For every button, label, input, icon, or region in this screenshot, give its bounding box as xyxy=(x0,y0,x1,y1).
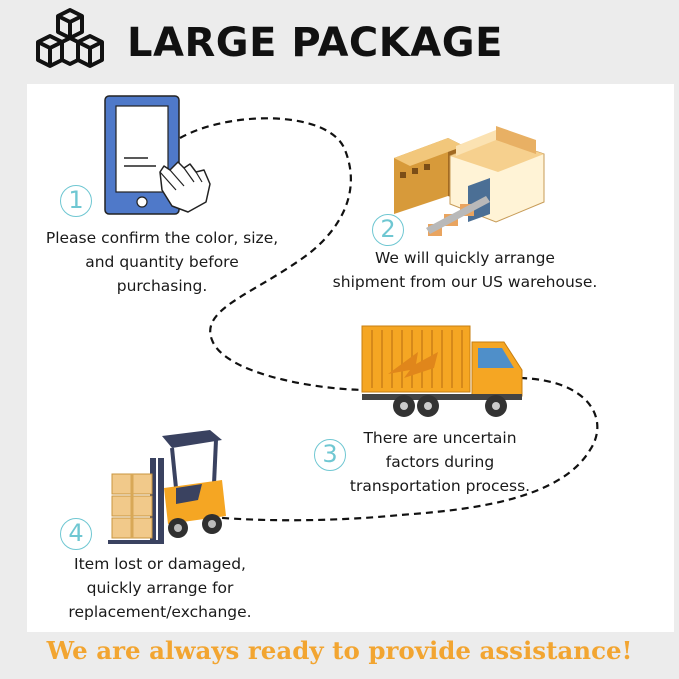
step-1-line-2: and quantity before xyxy=(85,253,239,271)
phone-tap-icon xyxy=(104,95,211,215)
header: LARGE PACKAGE xyxy=(0,0,679,90)
step-1-line-1: Please confirm the color, size, xyxy=(45,229,279,247)
footer-slogan: We are always ready to provide assistanc… xyxy=(46,636,633,665)
step-3-line-3: transportation process. xyxy=(349,477,531,495)
page-title: LARGE PACKAGE xyxy=(127,20,503,66)
forklift-icon xyxy=(108,430,226,544)
step-3-line-1: There are uncertain xyxy=(363,429,517,447)
step-2-line-2: shipment from our US warehouse. xyxy=(332,273,598,291)
step-number-3: 3 xyxy=(314,439,346,471)
truck-icon xyxy=(361,325,523,417)
step-3-text: There are uncertain factors during trans… xyxy=(320,426,560,498)
step-number-2: 2 xyxy=(372,214,404,246)
step-number-1: 1 xyxy=(60,185,92,217)
step-1-line-3: purchasing. xyxy=(116,277,208,295)
boxes-icon xyxy=(36,8,104,68)
step-2-text: We will quickly arrange shipment from ou… xyxy=(305,246,625,294)
step-1-text: Please confirm the color, size, and quan… xyxy=(32,226,292,298)
warehouse-icon xyxy=(394,126,545,236)
step-2-line-1: We will quickly arrange xyxy=(375,249,555,267)
step-number-4: 4 xyxy=(60,518,92,550)
step-4-text: Item lost or damaged, quickly arrange fo… xyxy=(40,552,280,624)
step-4-line-2: quickly arrange for xyxy=(86,579,234,597)
step-4-line-3: replacement/exchange. xyxy=(68,603,252,621)
step-4-line-1: Item lost or damaged, xyxy=(74,555,246,573)
step-3-line-2: factors during xyxy=(385,453,495,471)
